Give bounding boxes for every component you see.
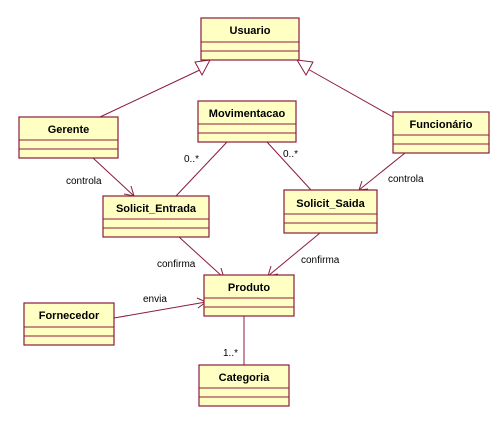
generalization-arrowhead-gerente [194,59,211,77]
class-name-categoria: Categoria [219,372,271,384]
class-usuario[interactable]: Usuario [200,17,300,61]
class-name-fornecedor: Fornecedor [39,310,100,322]
label-gerente-controla: controla [66,176,102,187]
edge-funcionario-usuario [305,67,394,118]
label-entrada-confirma: confirma [157,259,196,270]
label-fornecedor-envia: envia [143,294,167,305]
class-gerente[interactable]: Gerente [18,116,119,159]
class-categoria[interactable]: Categoria [198,364,290,407]
edge-solicit-entrada-produto [178,236,225,279]
class-funcionario[interactable]: Funcionário [392,111,490,154]
generalization-arrowhead-funcionario [296,59,314,77]
class-name-funcionario: Funcionário [410,119,473,131]
edge-movimentacao-solicit-saida [266,141,312,191]
edge-gerente-solicit-entrada [92,157,135,197]
edge-solicit-saida-produto [267,232,321,277]
class-name-gerente: Gerente [48,124,90,136]
class-name-solicit-entrada: Solicit_Entrada [116,203,197,215]
edge-funcionario-solicit-saida [358,152,406,191]
edge-fornecedor-produto [113,301,207,319]
class-name-solicit-saida: Solicit_Saida [296,198,365,210]
class-solicit-entrada[interactable]: Solicit_Entrada [102,195,210,238]
class-name-movimentacao: Movimentacao [209,108,286,120]
class-name-produto: Produto [228,282,270,294]
class-name-usuario: Usuario [230,25,271,37]
class-movimentacao[interactable]: Movimentacao [197,100,297,143]
label-mov-saida-multiplicity: 0..* [283,149,298,160]
class-solicit-saida[interactable]: Solicit_Saida [283,189,378,234]
label-funcionario-controla: controla [388,174,424,185]
label-saida-confirma: confirma [301,255,340,266]
edge-gerente-usuario [99,67,205,118]
class-produto[interactable]: Produto [203,274,295,317]
edge-movimentacao-solicit-entrada [175,141,228,197]
label-categoria-multiplicity: 1..* [223,348,238,359]
class-fornecedor[interactable]: Fornecedor [23,302,115,346]
label-mov-entrada-multiplicity: 0..* [184,154,199,165]
